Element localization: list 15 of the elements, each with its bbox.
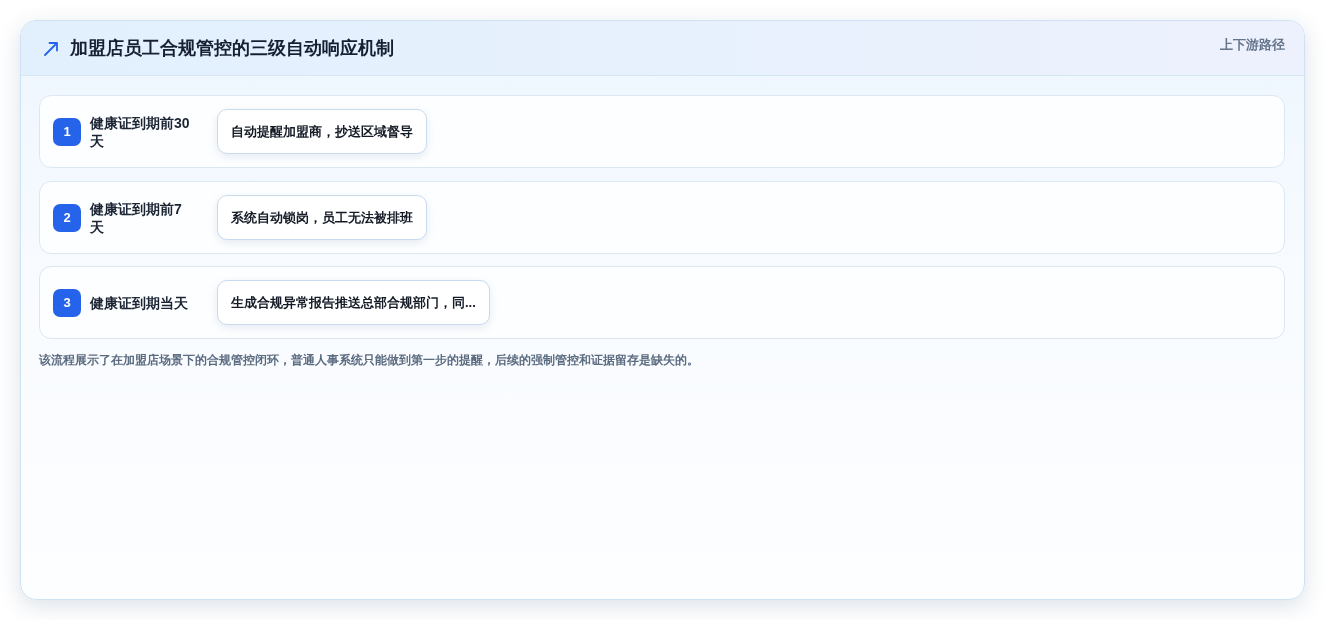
step-number-badge: 1: [53, 118, 81, 146]
step-condition: 健康证到期前7天: [90, 199, 183, 236]
caption-text: 该流程展示了在加盟店场景下的合规管控闭环，普通人事系统只能做到第一步的提醒，后续的强制管控和证据留存是缺失的。: [39, 352, 699, 368]
step-row: [39, 266, 1285, 339]
step-condition: 健康证到期当天: [90, 293, 188, 312]
step-row: [39, 95, 1285, 168]
action-box: 自动提醒加盟商，抄送区域督导: [217, 109, 427, 154]
step-condition: 健康证到期前30天: [90, 113, 191, 150]
action-box: 系统自动锁岗，员工无法被排班: [217, 195, 427, 240]
action-box: 生成合规异常报告推送总部合规部门，同...: [217, 280, 490, 325]
header-note: 上下游路径: [1220, 37, 1285, 53]
step-number-badge: 2: [53, 204, 81, 232]
step-number-badge: 3: [53, 289, 81, 317]
card-title: 加盟店员工合规管控的三级自动响应机制: [70, 37, 394, 59]
step-row: [39, 181, 1285, 254]
